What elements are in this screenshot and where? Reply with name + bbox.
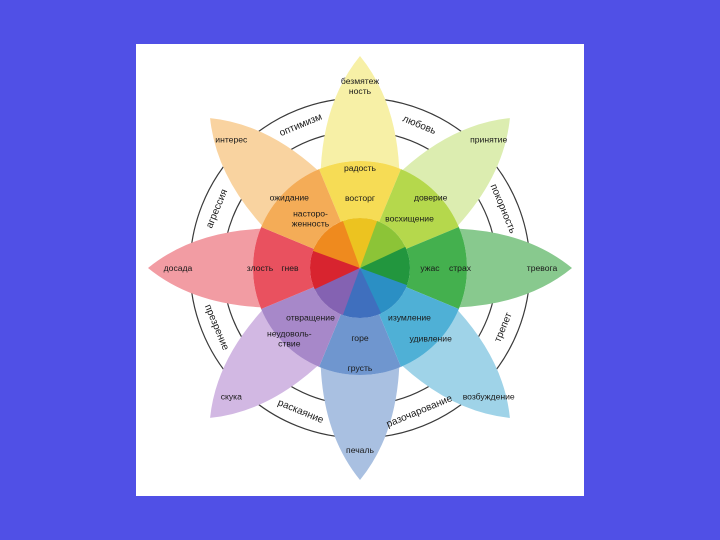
label-anticipation-1: ожидание: [270, 192, 310, 202]
petal-outer-trust: [402, 118, 510, 226]
petal-inner-surprise: [360, 268, 407, 315]
petal-middle-trust: [379, 169, 459, 249]
petal-surprise: [360, 268, 510, 418]
petal-middle-joy: [319, 161, 401, 222]
petal-inner-trust: [360, 221, 407, 268]
petal-sadness: [319, 268, 401, 480]
label-sadness-2: горе: [351, 333, 369, 343]
ring-label-5: презрение: [202, 303, 231, 353]
petal-middle-surprise: [379, 287, 459, 367]
petal-disgust: [210, 268, 360, 418]
ring-label-0: любовь: [401, 113, 438, 138]
petal-outer-joy: [320, 56, 400, 169]
petal-outer-fear: [459, 228, 572, 308]
label-anticipation-2: насторо-женность: [292, 209, 330, 229]
petal-middle-anticipation: [261, 169, 341, 249]
petal-inner-joy: [338, 218, 382, 268]
label-trust-0: принятие: [470, 134, 507, 144]
label-surprise-0: возбуждение: [463, 392, 515, 402]
label-anger-1: злость: [247, 263, 274, 273]
label-fear-1: страх: [449, 263, 472, 273]
petal-fear: [360, 227, 572, 309]
label-anger-2: гнев: [281, 263, 299, 273]
petal-middle-anger: [253, 227, 314, 309]
ring-label-4: раскаяние: [276, 397, 325, 426]
label-trust-1: доверие: [414, 192, 448, 202]
petal-trust: [360, 118, 510, 268]
petal-anger: [148, 227, 360, 309]
label-anger-0: досада: [164, 263, 193, 273]
ring-label-1: покорность: [488, 183, 518, 236]
petal-joy: [319, 56, 401, 268]
label-sadness-1: грусть: [348, 363, 373, 373]
petal-middle-fear: [406, 227, 467, 309]
label-disgust-2: отвращение: [286, 312, 335, 322]
petal-outer-anger: [148, 228, 261, 308]
label-disgust-1: неудоволь-ствие: [267, 329, 312, 349]
petal-inner-anger: [310, 246, 360, 290]
label-joy-1: радость: [344, 163, 377, 173]
petal-inner-sadness: [338, 268, 382, 318]
label-sadness-0: печаль: [346, 445, 374, 455]
petal-middle-disgust: [261, 287, 341, 367]
label-surprise-1: удивление: [410, 334, 453, 344]
petal-outer-anticipation: [210, 118, 318, 226]
label-anticipation-0: интерес: [215, 134, 248, 144]
label-fear-0: тревога: [527, 263, 558, 273]
label-fear-2: ужас: [420, 263, 440, 273]
petal-outer-surprise: [402, 310, 510, 418]
petal-middle-sadness: [319, 314, 401, 375]
petal-anticipation: [210, 118, 360, 268]
ring-label-2: трепет: [493, 311, 515, 344]
petal-inner-anticipation: [313, 221, 360, 268]
petal-outer-sadness: [320, 367, 400, 480]
label-surprise-2: изумление: [388, 312, 431, 322]
ring-label-6: агрессия: [204, 188, 230, 230]
petal-inner-fear: [360, 246, 410, 290]
label-disgust-0: скука: [221, 392, 242, 402]
label-joy-2: восторг: [345, 193, 375, 203]
label-trust-2: восхищение: [385, 214, 434, 224]
petal-outer-disgust: [210, 310, 318, 418]
petal-inner-disgust: [313, 268, 360, 315]
